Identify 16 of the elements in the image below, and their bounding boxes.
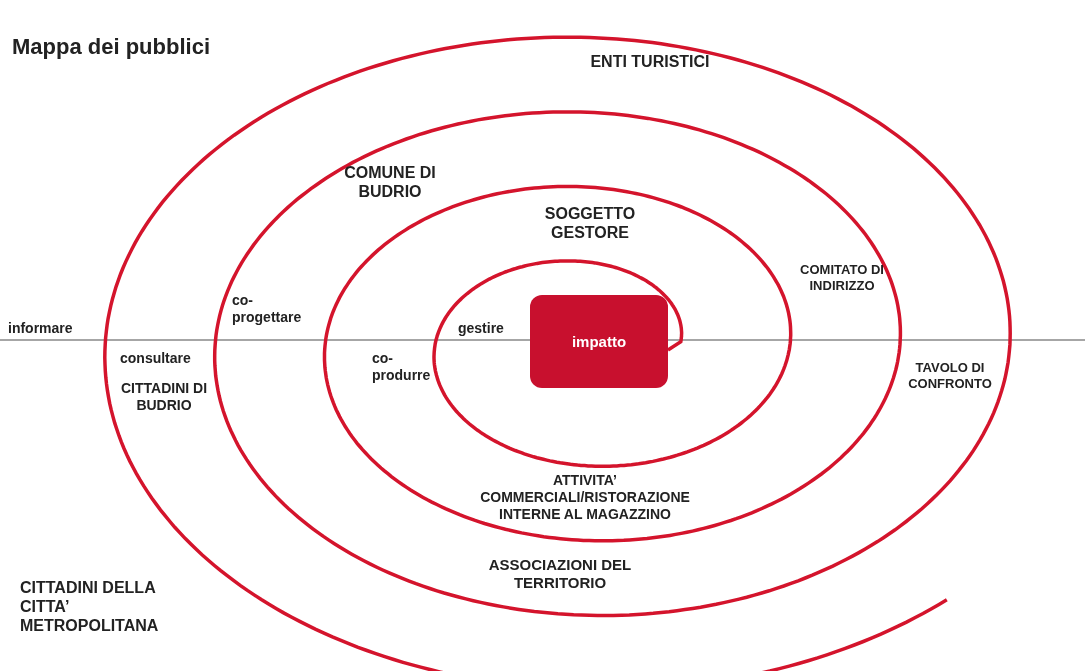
action-label: consultare (120, 350, 192, 367)
audience-label: COMUNE DI BUDRIO (343, 163, 437, 202)
audience-label: SOGGETTO GESTORE (543, 204, 637, 243)
audience-label: ATTIVITA’ COMMERCIALI/RISTORAZIONE INTERNE AL MAGAZZINO (479, 472, 691, 523)
action-label: gestire (458, 320, 505, 337)
action-label: co-produrre (372, 350, 432, 384)
audience-label: CITTADINI DELLA CITTA’ METROPOLITANA (20, 578, 160, 636)
audience-label: ENTI TURISTICI (589, 52, 711, 72)
action-label: co-progettare (232, 292, 303, 326)
audience-label: COMITATO DI INDIRIZZO (799, 262, 885, 294)
action-label: informare (8, 320, 74, 337)
audience-label: TAVOLO DI CONFRONTO (907, 360, 993, 392)
audience-label: ASSOCIAZIONI DEL TERRITORIO (487, 556, 633, 592)
center-box: impatto (530, 295, 668, 388)
audience-label: CITTADINI DI BUDRIO (119, 380, 209, 414)
title: Mappa dei pubblici (12, 34, 210, 60)
